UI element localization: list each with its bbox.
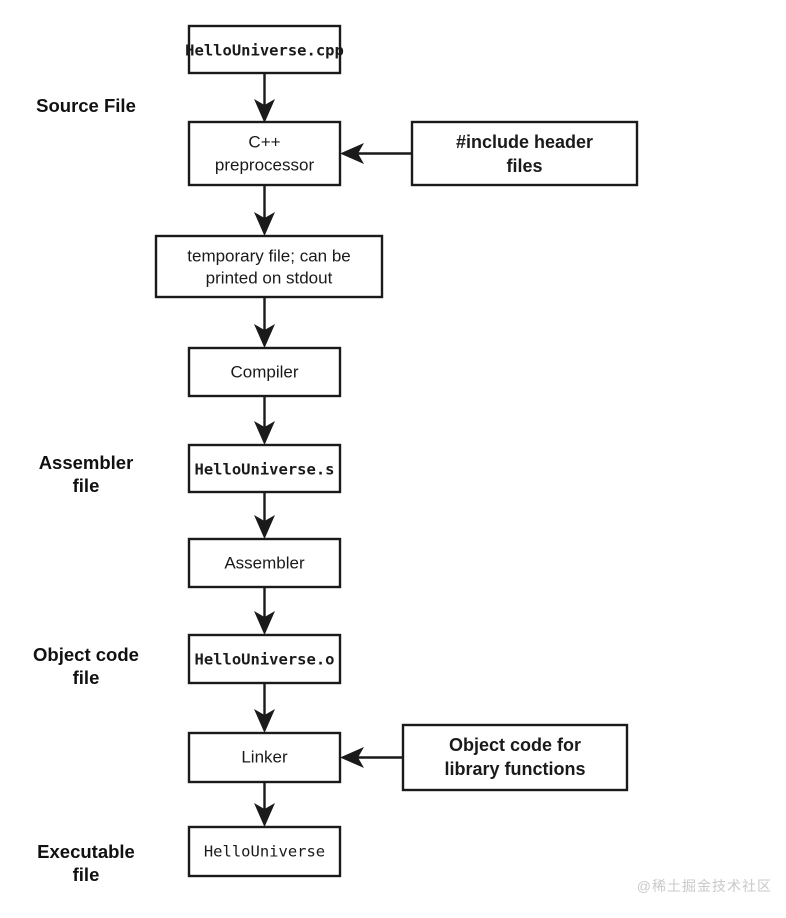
watermark: @稀土掘金技术社区 [636, 878, 772, 894]
node-preprocessor-label-line1: C++ [248, 132, 280, 151]
arrowhead-left-1 [340, 143, 364, 164]
stage-label-object-code-file-line1: Object code [33, 644, 139, 665]
node-preprocessor-box[interactable] [187, 120, 342, 187]
stage-label-assembler-file-line2: file [73, 475, 100, 496]
node-linker-box[interactable] [187, 731, 342, 784]
arrowhead-down-6 [254, 611, 275, 635]
node-object-file-box[interactable] [187, 633, 342, 685]
stage-label-executable-file-line2: file [73, 864, 100, 885]
arrowhead-down-7 [254, 709, 275, 733]
node-include-headers[interactable]: #include header files [410, 120, 639, 187]
node-temp-file-box[interactable] [154, 234, 384, 299]
arrowhead-down-1 [254, 99, 275, 123]
arrowhead-left-2 [340, 747, 364, 768]
node-library-object-code-box[interactable] [401, 723, 629, 792]
node-include-headers-label-line1: #include header [456, 132, 593, 152]
node-assembler-box[interactable] [187, 537, 342, 589]
node-object-file-label: HelloUniverse.o [195, 651, 335, 669]
node-linker-label: Linker [241, 747, 288, 766]
node-preprocessor-label-line2: preprocessor [215, 155, 315, 174]
node-object-file[interactable]: HelloUniverse.o [187, 633, 342, 685]
node-assembly-file-box[interactable] [187, 443, 342, 494]
node-compiler-label: Compiler [230, 362, 298, 381]
node-include-headers-label-line2: files [506, 156, 542, 176]
node-library-object-code-label-line1: Object code for [449, 735, 581, 755]
flow-connectors [254, 73, 412, 827]
arrowhead-down-2 [254, 212, 275, 236]
node-temp-file-label-line2: printed on stdout [206, 268, 333, 287]
node-assembler[interactable]: Assembler [187, 537, 342, 589]
node-assembly-file[interactable]: HelloUniverse.s [187, 443, 342, 494]
arrowhead-down-3 [254, 324, 275, 348]
stage-label-executable-file-line1: Executable [37, 841, 135, 862]
stage-label-source-file: Source File [36, 95, 136, 116]
node-temp-file-label-line1: temporary file; can be [187, 246, 350, 265]
node-executable-label: HelloUniverse [204, 843, 325, 861]
node-source-cpp-label: HelloUniverse.cpp [185, 42, 344, 60]
arrowhead-down-5 [254, 515, 275, 539]
node-assembly-file-label: HelloUniverse.s [195, 461, 335, 479]
stage-label-object-code-file-line2: file [73, 667, 100, 688]
node-source-cpp-box[interactable] [187, 24, 342, 75]
arrowhead-down-4 [254, 421, 275, 445]
arrowhead-down-8 [254, 803, 275, 827]
stage-label-assembler-file-line1: Assembler [39, 452, 134, 473]
node-compiler-box[interactable] [187, 346, 342, 398]
node-executable-box[interactable] [187, 825, 342, 878]
node-include-headers-box[interactable] [410, 120, 639, 187]
node-source-cpp[interactable]: HelloUniverse.cpp [185, 24, 344, 75]
node-compiler[interactable]: Compiler [187, 346, 342, 398]
node-preprocessor[interactable]: C++ preprocessor [187, 120, 342, 187]
node-assembler-label: Assembler [224, 553, 305, 572]
node-library-object-code[interactable]: Object code for library functions [401, 723, 629, 792]
node-library-object-code-label-line2: library functions [444, 759, 585, 779]
node-linker[interactable]: Linker [187, 731, 342, 784]
node-executable[interactable]: HelloUniverse [187, 825, 342, 878]
stage-labels: Source File Assembler file Object code f… [33, 95, 139, 885]
node-temp-file[interactable]: temporary file; can be printed on stdout [154, 234, 384, 299]
